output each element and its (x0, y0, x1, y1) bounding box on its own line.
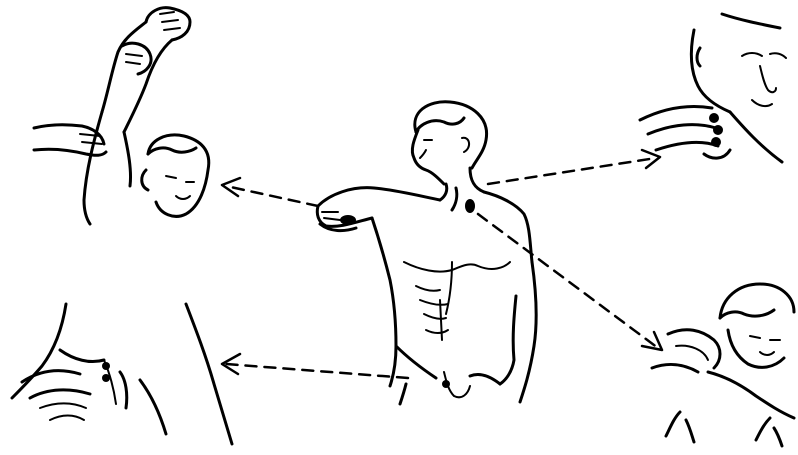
neck-palpation-panel (640, 14, 786, 162)
arrow-to-supraclavicular (478, 214, 662, 350)
arrow-to-axilla (222, 178, 318, 206)
groin-palpation-panel (12, 304, 232, 444)
central-figure (317, 102, 536, 404)
arrow-to-neck (488, 150, 660, 184)
supraclavicular-palpation-panel (652, 284, 794, 446)
arrow-to-groin (222, 354, 408, 378)
axilla-palpation-panel (34, 8, 209, 224)
